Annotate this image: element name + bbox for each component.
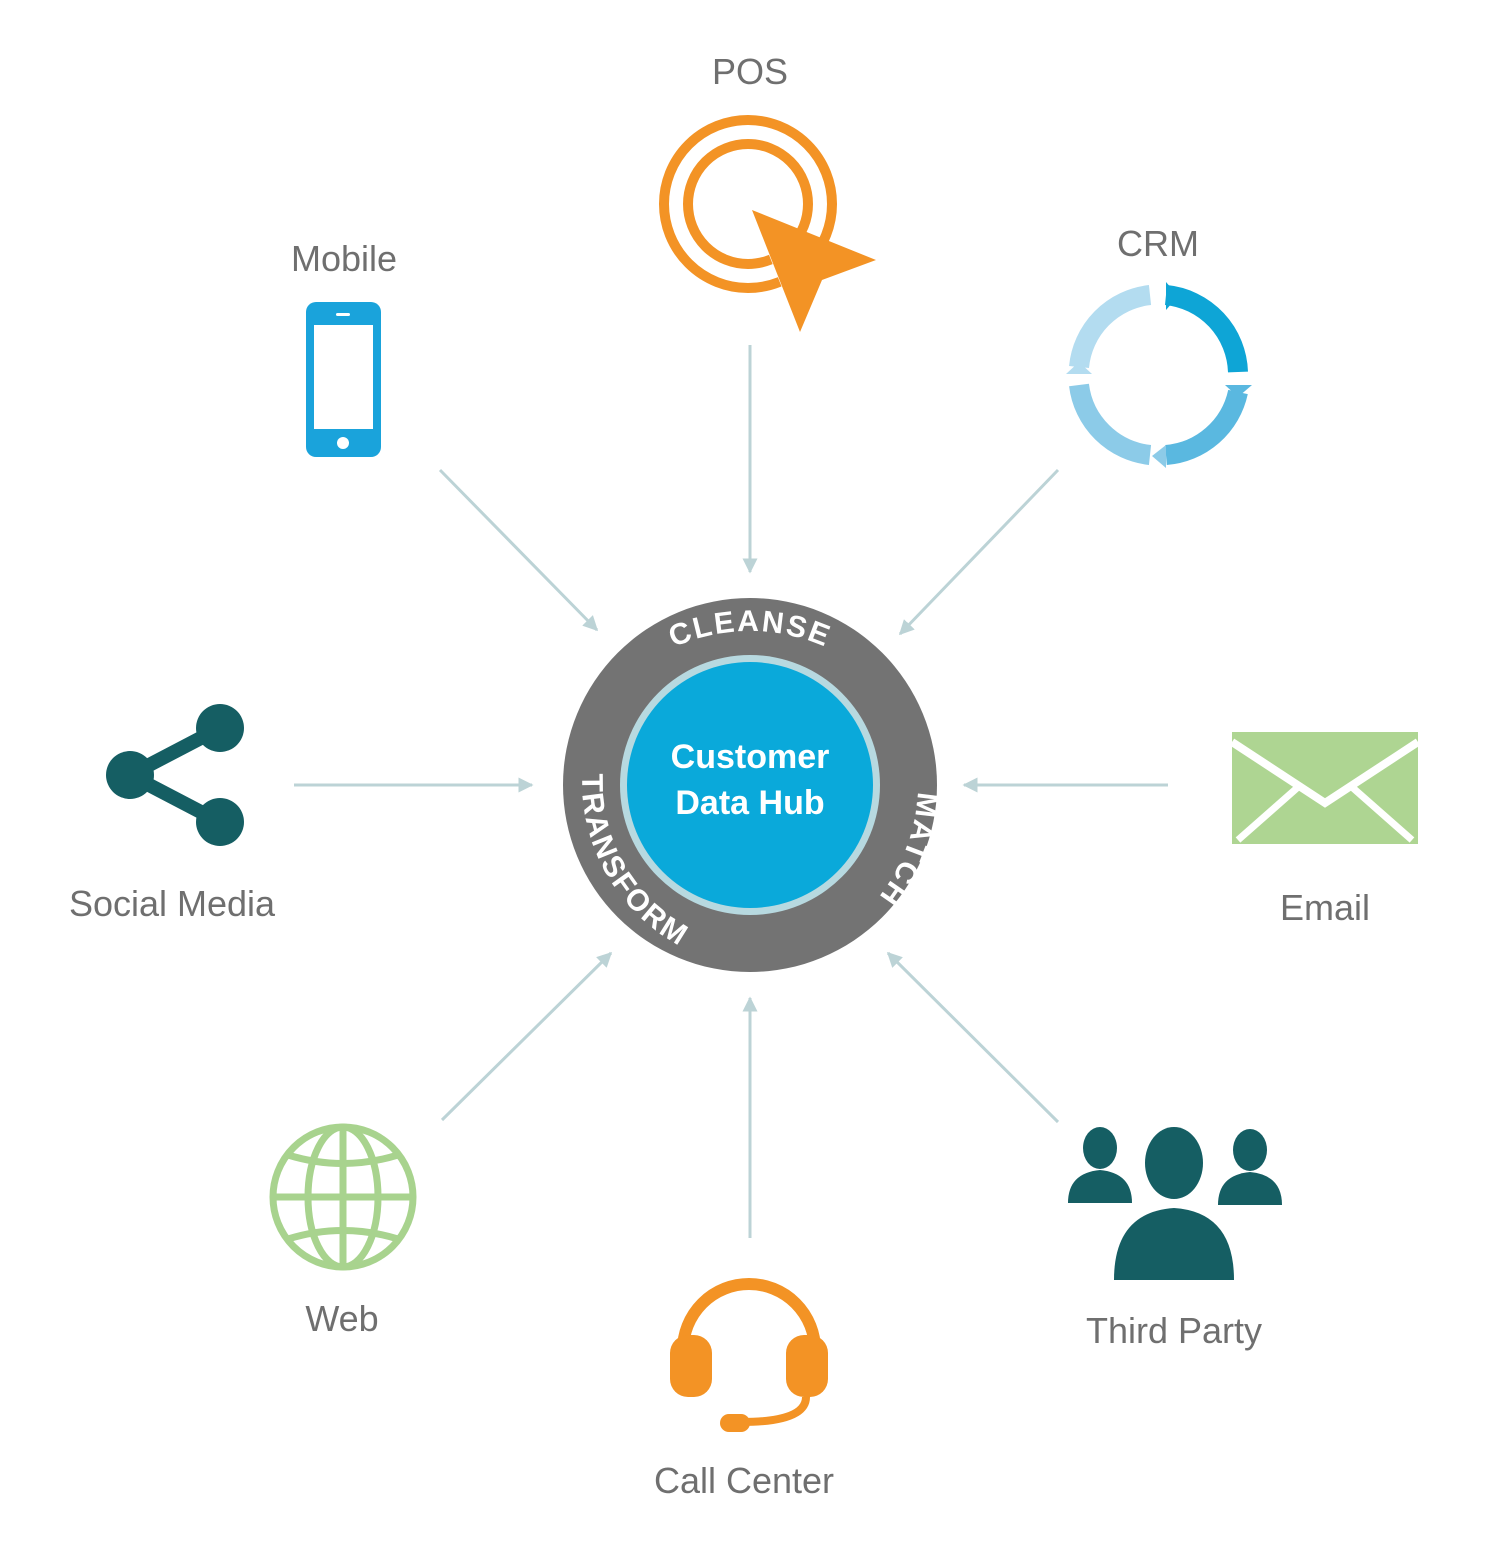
source-email: Email	[1229, 732, 1421, 928]
source-web: Web	[269, 1123, 417, 1339]
source-label-web: Web	[305, 1298, 378, 1339]
source-label-email: Email	[1280, 887, 1370, 928]
arrow-crm	[898, 468, 1060, 636]
envelope-icon	[1229, 732, 1421, 844]
hub-title-line1: Customer	[671, 738, 830, 776]
hub-core	[627, 662, 873, 908]
source-label-mobile: Mobile	[291, 238, 397, 279]
arrow-thirdparty	[886, 951, 1060, 1124]
source-third-party: Third Party	[1068, 1122, 1282, 1351]
source-crm: CRM	[1066, 223, 1252, 468]
headset-icon	[670, 1278, 828, 1432]
customer-data-hub: Customer Data Hub CLEANSE MATCH TRANSFOR…	[563, 598, 942, 972]
source-pos: POS	[659, 51, 876, 333]
source-label-social-media: Social Media	[69, 883, 276, 924]
source-label-crm: CRM	[1117, 223, 1199, 264]
source-social-media: Social Media	[69, 704, 276, 924]
source-label-pos: POS	[712, 51, 788, 92]
source-mobile: Mobile	[291, 238, 397, 457]
globe-icon	[269, 1123, 417, 1271]
connector-arrows	[294, 345, 1168, 1238]
source-call-center: Call Center	[654, 1278, 834, 1501]
target-cursor-icon	[659, 115, 876, 333]
cycle-arrows-icon	[1066, 282, 1252, 468]
share-icon	[106, 704, 244, 846]
hub-title-line2: Data Hub	[675, 784, 824, 822]
people-group-icon	[1068, 1122, 1282, 1282]
arrow-web	[440, 951, 613, 1122]
smartphone-icon	[306, 302, 381, 457]
source-label-call-center: Call Center	[654, 1460, 834, 1501]
source-label-third-party: Third Party	[1086, 1310, 1262, 1351]
arrow-mobile	[438, 468, 599, 632]
